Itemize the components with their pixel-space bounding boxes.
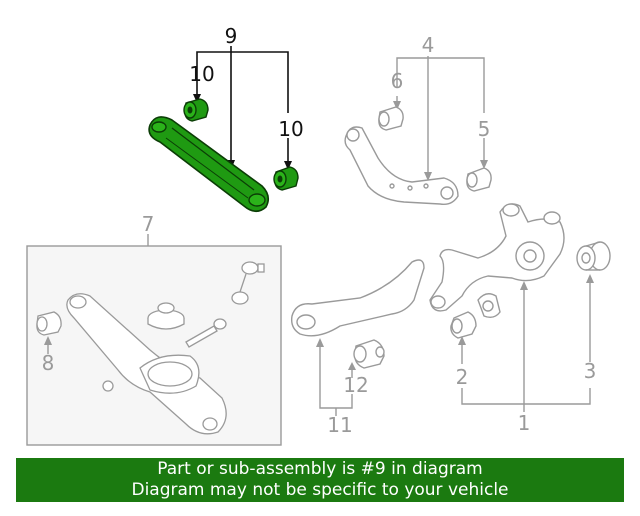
arrowhead-10a xyxy=(193,94,201,103)
arrowhead-11 xyxy=(316,338,324,347)
callout-7[interactable]: 7 xyxy=(142,212,155,236)
part-7-group[interactable]: 7 8 xyxy=(26,212,282,446)
arrowhead-12 xyxy=(348,362,356,370)
part-11-group[interactable]: 12 11 xyxy=(290,259,425,437)
callout-1[interactable]: 1 xyxy=(518,411,531,435)
arrowhead-2 xyxy=(458,336,466,345)
info-banner: Part or sub-assembly is #9 in diagram Di… xyxy=(16,458,624,502)
leader-lines-11 xyxy=(319,346,353,416)
mount-bushing[interactable] xyxy=(147,302,185,330)
banner-line-2: Diagram may not be specific to your vehi… xyxy=(131,480,509,500)
stabilizer-link[interactable] xyxy=(231,261,265,305)
callout-2[interactable]: 2 xyxy=(456,365,469,389)
bushing-8[interactable] xyxy=(36,311,62,336)
bushing-2[interactable] xyxy=(450,311,477,339)
upper-control-arm[interactable] xyxy=(344,126,459,206)
callout-4[interactable]: 4 xyxy=(422,33,435,57)
leader-lines-1 xyxy=(461,282,591,412)
bushing-10-upper[interactable] xyxy=(183,98,209,122)
lower-control-arm[interactable] xyxy=(290,259,425,337)
callout-9[interactable]: 9 xyxy=(225,24,238,48)
arrowhead-10b xyxy=(284,161,292,170)
arrowhead-4 xyxy=(424,172,432,181)
steering-knuckle[interactable] xyxy=(429,203,565,319)
part-9-group[interactable]: 9 10 10 xyxy=(148,24,304,213)
bolt[interactable] xyxy=(185,318,227,348)
subframe-box xyxy=(26,245,282,446)
callout-8[interactable]: 8 xyxy=(42,351,55,375)
callout-11[interactable]: 11 xyxy=(327,413,352,437)
callout-6[interactable]: 6 xyxy=(391,69,404,93)
callout-12[interactable]: 12 xyxy=(343,373,368,397)
callout-5[interactable]: 5 xyxy=(478,117,491,141)
bushing-10-lower[interactable] xyxy=(273,166,299,191)
bushing-12[interactable] xyxy=(353,339,385,369)
rear-subframe[interactable] xyxy=(66,293,227,435)
callout-10-lower[interactable]: 10 xyxy=(278,117,303,141)
leader-lines-9 xyxy=(196,46,289,166)
bushing-5[interactable] xyxy=(466,167,492,192)
part-1-group[interactable]: 2 3 1 xyxy=(429,203,611,435)
part-4-group[interactable]: 4 6 5 xyxy=(344,33,492,206)
banner-line-1: Part or sub-assembly is #9 in diagram xyxy=(157,459,483,479)
small-nut[interactable] xyxy=(102,380,114,392)
callout-3[interactable]: 3 xyxy=(584,359,597,383)
leader-lines-4 xyxy=(396,56,485,176)
arrowhead-3 xyxy=(586,274,594,283)
bushing-6[interactable] xyxy=(378,106,404,131)
hub-bearing[interactable] xyxy=(576,241,611,271)
arrowhead-5 xyxy=(480,160,488,169)
arrowhead-1 xyxy=(520,281,528,290)
arrowhead-6 xyxy=(393,101,401,110)
lateral-link-arm[interactable] xyxy=(148,116,270,213)
arrowhead-8 xyxy=(44,336,52,345)
callout-10-upper[interactable]: 10 xyxy=(189,62,214,86)
